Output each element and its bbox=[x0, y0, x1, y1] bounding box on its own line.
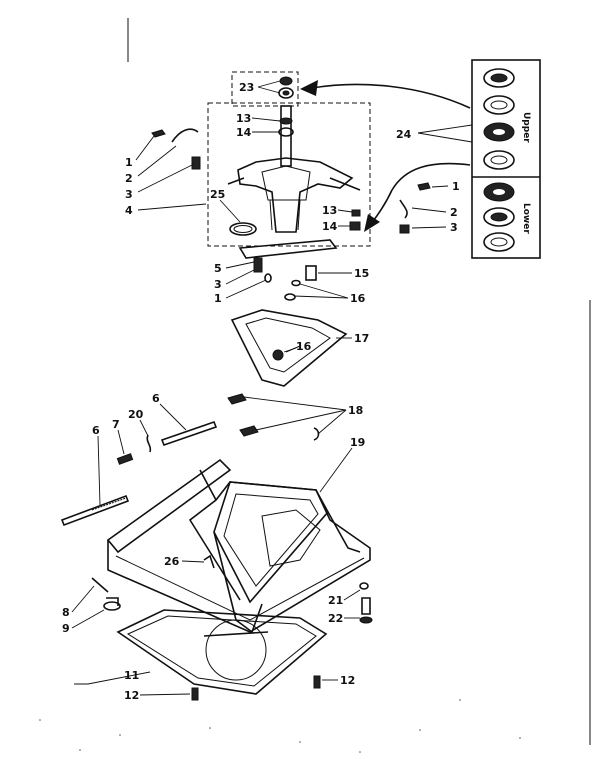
support-plate bbox=[230, 309, 348, 387]
callout-14-right: 14 bbox=[322, 220, 338, 233]
callout-20: 20 bbox=[128, 408, 144, 421]
right-top-hardware bbox=[399, 182, 431, 234]
kit-label-lower: Lower bbox=[521, 203, 531, 234]
callout-1: 1 bbox=[125, 156, 133, 169]
callout-22: 22 bbox=[328, 612, 343, 625]
callout-2-right: 2 bbox=[450, 206, 458, 219]
callout-3-lower: 3 bbox=[214, 278, 222, 291]
callout-3-right: 3 bbox=[450, 221, 458, 234]
callout-6-upper: 6 bbox=[152, 392, 160, 405]
callout-24: 24 bbox=[396, 128, 412, 141]
callout-1-right: 1 bbox=[452, 180, 460, 193]
callout-14: 14 bbox=[236, 126, 252, 139]
callout-3: 3 bbox=[125, 188, 133, 201]
callout-13: 13 bbox=[236, 112, 251, 125]
base-plate bbox=[116, 609, 328, 701]
callout-12-right: 12 bbox=[340, 674, 355, 687]
callout-25: 25 bbox=[210, 188, 225, 201]
callout-16: 16 bbox=[350, 292, 366, 305]
callout-17: 17 bbox=[354, 332, 369, 345]
coupling-hardware bbox=[238, 239, 338, 301]
callout-13-right: 13 bbox=[322, 204, 337, 217]
callout-5: 5 bbox=[214, 262, 222, 275]
drive-hose bbox=[364, 162, 471, 232]
callout-16-plate: 16 bbox=[296, 340, 312, 353]
callout-6-lower: 6 bbox=[92, 424, 100, 437]
left-top-hardware bbox=[151, 128, 201, 170]
callout-12-left: 12 bbox=[124, 689, 139, 702]
callout-18: 18 bbox=[348, 404, 363, 417]
callout-23: 23 bbox=[239, 81, 254, 94]
callout-19: 19 bbox=[350, 436, 365, 449]
transmission-assembly-box bbox=[207, 102, 371, 247]
kit-label-upper: Upper bbox=[521, 112, 531, 143]
callout-4: 4 bbox=[125, 204, 133, 217]
callout-9: 9 bbox=[62, 622, 70, 635]
callout-1-lower: 1 bbox=[214, 292, 222, 305]
leader-lines bbox=[71, 80, 473, 696]
callout-8: 8 bbox=[62, 606, 70, 619]
callouts: 1 2 3 4 25 23 13 14 24 1 2 3 13 14 5 3 1… bbox=[62, 81, 460, 702]
seal-kit-box bbox=[471, 59, 541, 259]
callout-11: 11 bbox=[124, 669, 139, 682]
callout-21: 21 bbox=[328, 594, 343, 607]
cabinet-frame bbox=[91, 458, 373, 634]
left-parts bbox=[60, 393, 320, 527]
scan-noise bbox=[39, 699, 521, 753]
callout-7: 7 bbox=[112, 418, 120, 431]
callout-15: 15 bbox=[354, 267, 369, 280]
callout-2: 2 bbox=[125, 172, 133, 185]
curved-arrow-icon bbox=[300, 80, 471, 109]
callout-26: 26 bbox=[164, 555, 180, 568]
